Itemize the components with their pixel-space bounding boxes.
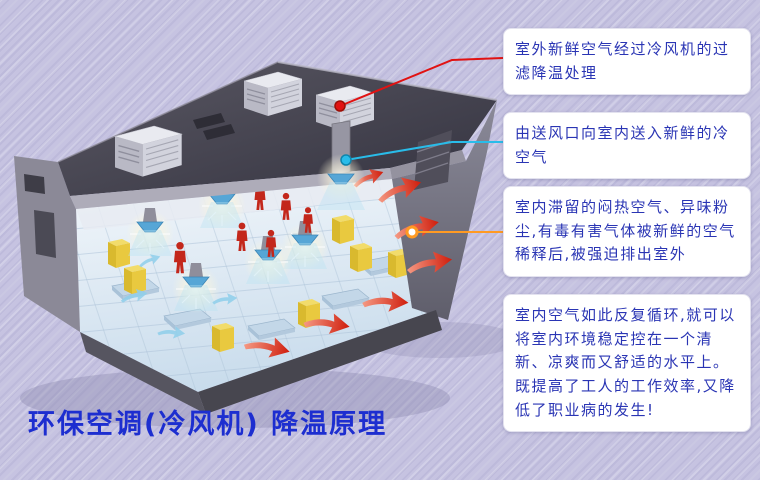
roof-fascia bbox=[70, 168, 392, 209]
wall-door bbox=[34, 210, 56, 258]
callout-connectors bbox=[334, 57, 504, 239]
marker-dot-cooler-unit bbox=[334, 100, 346, 112]
callout-outdoor-air: 室外新鲜空气经过冷风机的过滤降温处理 bbox=[503, 28, 751, 96]
supply-air-duct bbox=[317, 120, 365, 210]
callout-exhaust-air-text: 室内滞留的闷热空气、异味粉尘,有毒有害气体被新鲜的空气稀释后,被强迫排出室外 bbox=[515, 198, 736, 264]
left-wall bbox=[14, 156, 80, 332]
front-wall bbox=[80, 310, 442, 414]
supply-air-outlet bbox=[317, 154, 365, 210]
connector-line-supply-air bbox=[345, 141, 503, 161]
connector-line-outdoor-air bbox=[339, 57, 504, 107]
callout-circulation-text: 室内空气如此反复循环,就可以将室内环境稳定控在一个清新、凉爽而又舒适的水平上。既… bbox=[515, 306, 736, 419]
page-title: 环保空调(冷风机) 降温原理 bbox=[28, 409, 388, 440]
marker-dot-supply-duct bbox=[340, 154, 352, 166]
callout-outdoor-air-text: 室外新鲜空气经过冷风机的过滤降温处理 bbox=[515, 40, 730, 82]
callout-supply-air-text: 由送风口向室内送入新鲜的冷空气 bbox=[515, 124, 730, 166]
callout-circulation: 室内空气如此反复循环,就可以将室内环境稳定控在一个清新、凉爽而又舒适的水平上。既… bbox=[503, 294, 751, 433]
callout-exhaust-air: 室内滞留的闷热空气、异味粉尘,有毒有害气体被新鲜的空气稀释后,被强迫排出室外 bbox=[503, 186, 751, 278]
roof-grille bbox=[193, 113, 235, 140]
wall-exhaust-vent bbox=[414, 130, 452, 190]
marker-dot-exhaust bbox=[405, 225, 419, 239]
callout-supply-air: 由送风口向室内送入新鲜的冷空气 bbox=[503, 112, 751, 180]
workshop-interior bbox=[76, 179, 436, 392]
wall-window bbox=[24, 174, 45, 194]
